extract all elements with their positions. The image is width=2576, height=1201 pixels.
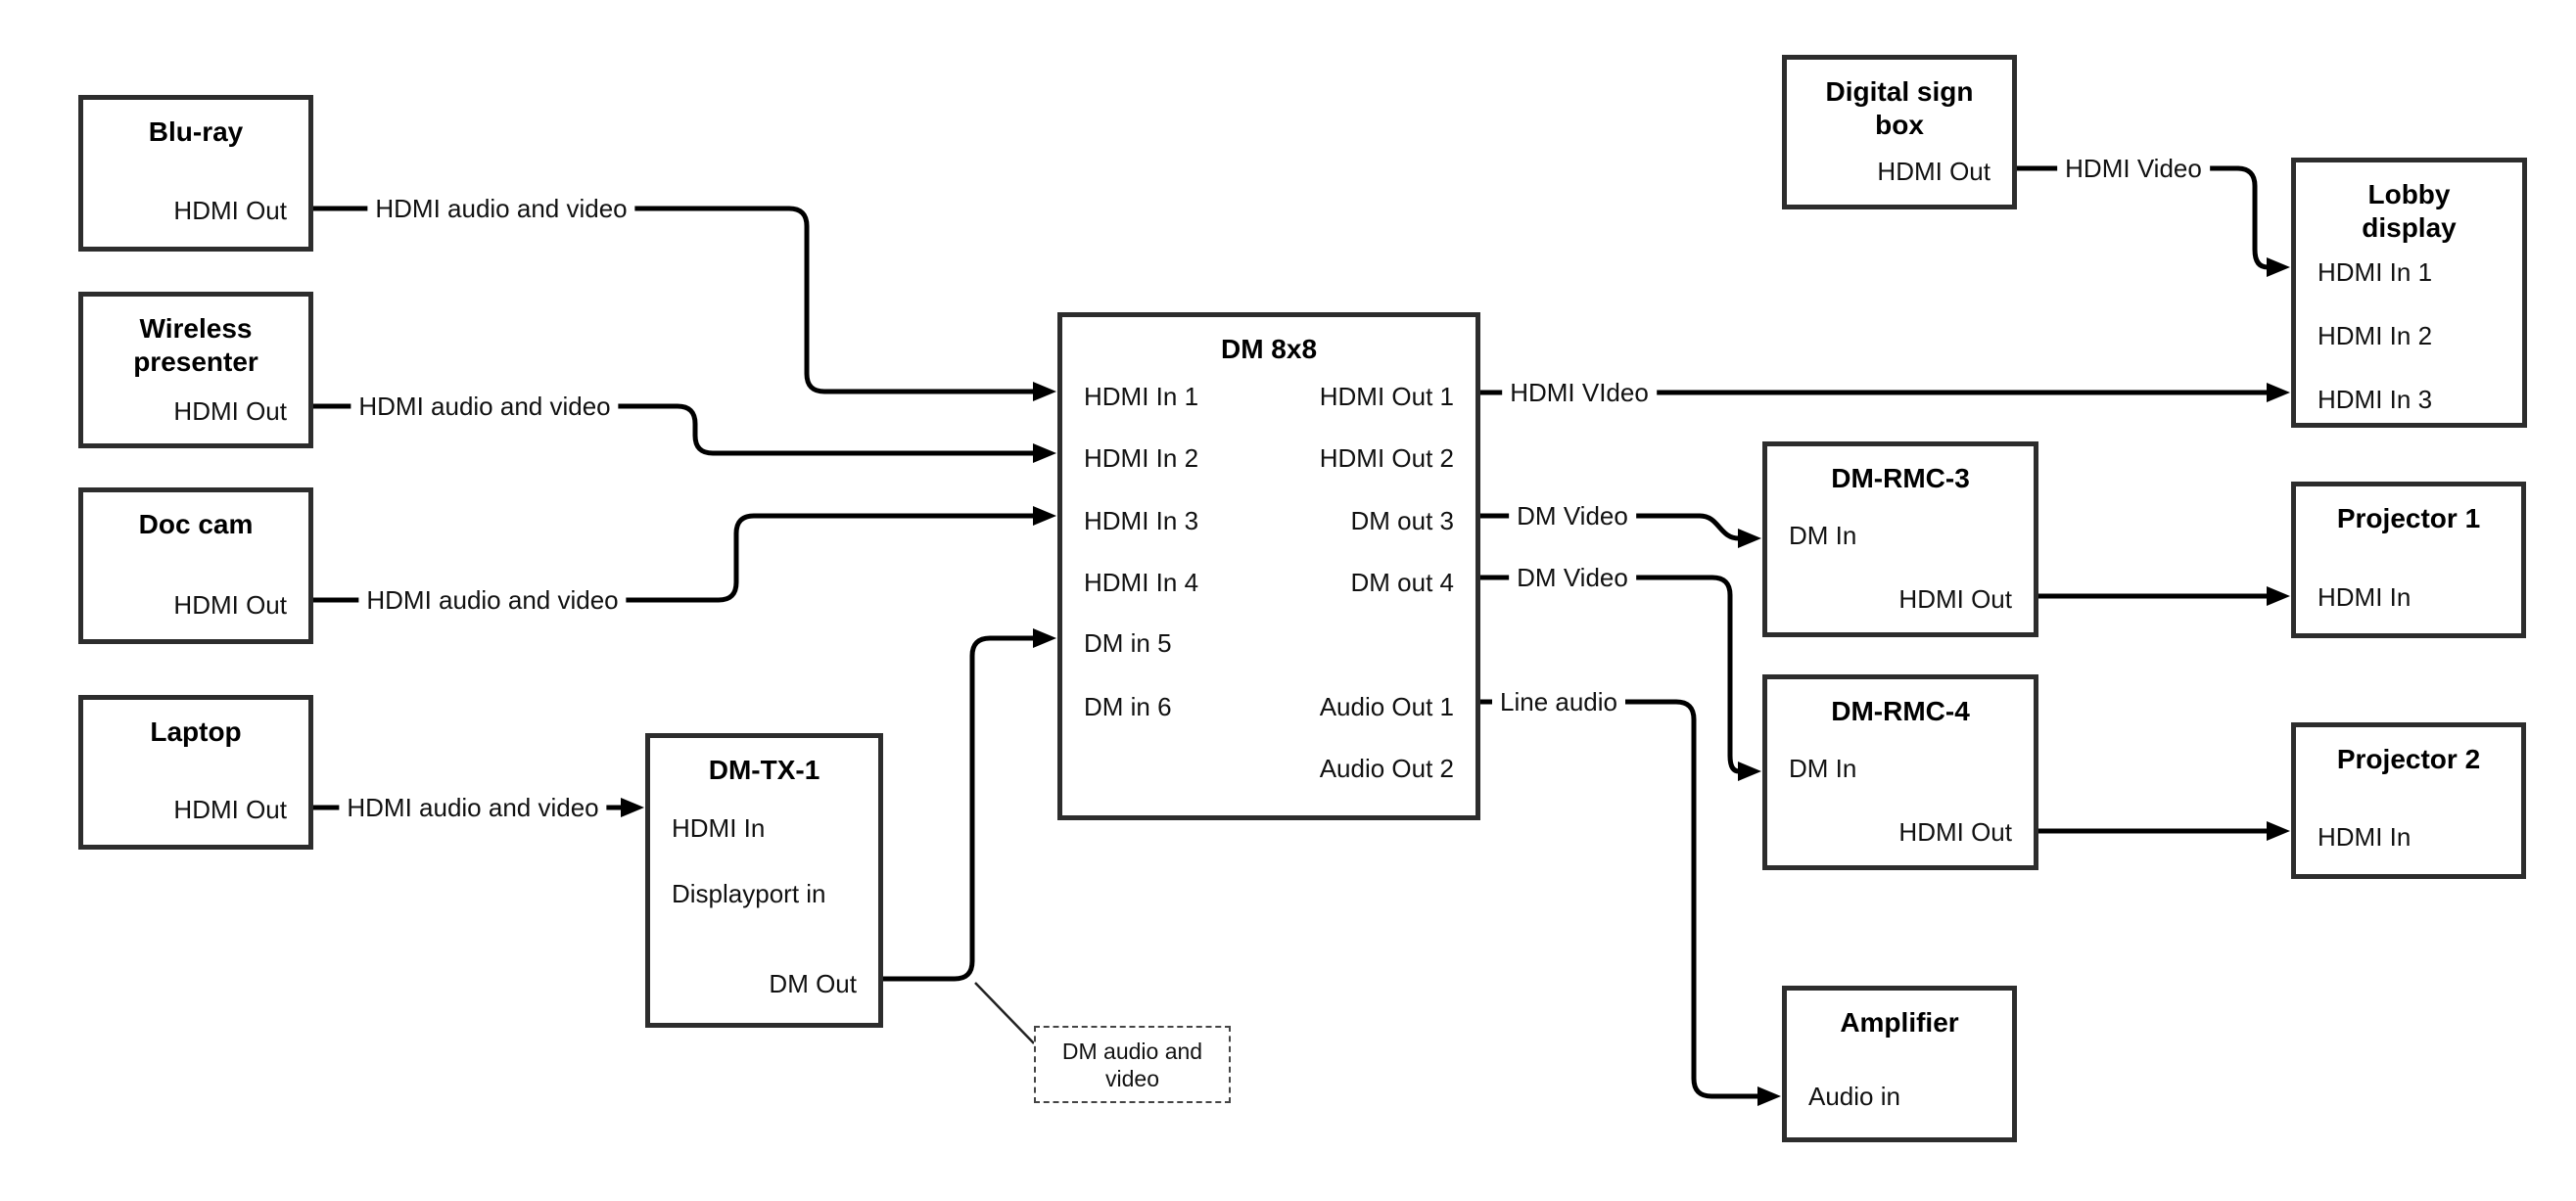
port-dm-8x8-hdmi-in-1: HDMI In 1 (1084, 382, 1199, 411)
edge-label-dm8x8-audio1-to-amp: Line audio (1492, 686, 1625, 717)
node-title-dm-tx-1: DM-TX-1 (708, 755, 820, 785)
port-dm-tx-1-hdmi-in: HDMI In (672, 813, 766, 843)
port-dm-tx-1-displayport-in: Displayport in (672, 879, 826, 908)
edge-label-dm8x8-out1-to-lobby-in3: HDMI VIdeo (1502, 377, 1657, 408)
port-lobby-display-hdmi-in-2: HDMI In 2 (2318, 321, 2433, 350)
port-dm-8x8-hdmi-out-1: HDMI Out 1 (1319, 382, 1454, 411)
port-dm-rmc-4-dm-in: DM In (1789, 754, 1857, 783)
port-dm-rmc-4-hdmi-out: HDMI Out (1898, 817, 2012, 847)
connector-dmtx1-to-dm8x8-in5 (883, 628, 1056, 982)
port-laptop-hdmi-out: HDMI Out (173, 795, 287, 824)
port-dm-8x8-hdmi-in-4: HDMI In 4 (1084, 568, 1199, 597)
port-lobby-display-hdmi-in-1: HDMI In 1 (2318, 257, 2433, 287)
edge-label-dm8x8-out3-to-rmc3: DM Video (1509, 500, 1636, 531)
port-wireless-presenter-hdmi-out: HDMI Out (173, 396, 287, 426)
port-dm-rmc-3-hdmi-out: HDMI Out (1898, 584, 2012, 614)
node-title-wireless-presenter: Wireless presenter (133, 313, 258, 377)
port-projector-1-hdmi-in: HDMI In (2318, 582, 2412, 612)
edge-label-laptop-to-dmtx1: HDMI audio and video (339, 792, 607, 823)
port-dm-8x8-audio-out-1: Audio Out 1 (1319, 692, 1454, 721)
node-title-projector-1: Projector 1 (2336, 503, 2481, 533)
port-dm-8x8-dm-out-3: DM out 3 (1350, 506, 1455, 535)
edge-label-dm8x8-out4-to-rmc4: DM Video (1509, 562, 1636, 593)
node-title-digital-sign-box: Digital sign box (1825, 76, 1974, 140)
node-dm-rmc-4: DM-RMC-4 DM In HDMI Out (1762, 674, 2038, 870)
connector-wireless-to-dm8x8-in2 (313, 403, 1056, 463)
port-projector-2-hdmi-in: HDMI In (2318, 822, 2412, 852)
node-title-doc-cam: Doc cam (138, 509, 254, 539)
port-dm-tx-1-dm-out: DM Out (769, 969, 857, 998)
connector-signbox-to-lobby-in1 (2017, 165, 2290, 277)
port-dm-8x8-hdmi-in-2: HDMI In 2 (1084, 443, 1199, 473)
node-projector-2: Projector 2 HDMI In (2291, 722, 2526, 879)
port-amplifier-audio-in: Audio in (1808, 1082, 1900, 1111)
port-dm-rmc-3-dm-in: DM In (1789, 521, 1857, 550)
edge-label-bluray-to-dm8x8-in1: HDMI audio and video (367, 193, 635, 224)
port-dm-8x8-dm-out-4: DM out 4 (1350, 568, 1455, 597)
connector-doccam-to-dm8x8-in3 (313, 506, 1056, 603)
node-title-bluray: Blu-ray (148, 116, 244, 147)
node-title-laptop: Laptop (150, 716, 242, 747)
port-dm-8x8-dm-in-6: DM in 6 (1084, 692, 1172, 721)
edge-label-signbox-to-lobby-in1: HDMI Video (2057, 153, 2210, 184)
port-lobby-display-hdmi-in-3: HDMI In 3 (2318, 385, 2433, 414)
node-title-dm-rmc-3: DM-RMC-3 (1831, 463, 1970, 493)
callout-dm-audio-video: DM audio and video (1034, 1026, 1231, 1103)
node-title-projector-2: Projector 2 (2336, 744, 2481, 774)
connector-dm8x8-out3-to-rmc3 (1480, 513, 1761, 548)
port-bluray-hdmi-out: HDMI Out (173, 196, 287, 225)
node-projector-1: Projector 1 HDMI In (2291, 482, 2526, 638)
connector-bluray-to-dm8x8-in1 (313, 206, 1056, 401)
connector-dm8x8-out4-to-rmc4 (1480, 575, 1761, 781)
port-dm-8x8-audio-out-2: Audio Out 2 (1319, 754, 1454, 783)
node-title-lobby-display: Lobby display (2362, 179, 2457, 243)
callout-leader-line (974, 982, 1035, 1044)
port-dm-8x8-dm-in-5: DM in 5 (1084, 628, 1172, 658)
connector-dm8x8-audio1-to-amp (1480, 699, 1781, 1106)
node-title-amplifier: Amplifier (1840, 1007, 1959, 1038)
edge-label-doccam-to-dm8x8-in3: HDMI audio and video (358, 584, 627, 616)
node-dm-rmc-3: DM-RMC-3 DM In HDMI Out (1762, 441, 2038, 637)
port-dm-8x8-hdmi-out-2: HDMI Out 2 (1319, 443, 1454, 473)
port-digital-sign-box-hdmi-out: HDMI Out (1877, 157, 1991, 186)
port-dm-8x8-hdmi-in-3: HDMI In 3 (1084, 506, 1199, 535)
edge-label-wireless-to-dm8x8-in2: HDMI audio and video (351, 391, 619, 422)
port-doc-cam-hdmi-out: HDMI Out (173, 590, 287, 620)
node-title-dm-8x8: DM 8x8 (1220, 334, 1318, 364)
node-title-dm-rmc-4: DM-RMC-4 (1831, 696, 1970, 726)
